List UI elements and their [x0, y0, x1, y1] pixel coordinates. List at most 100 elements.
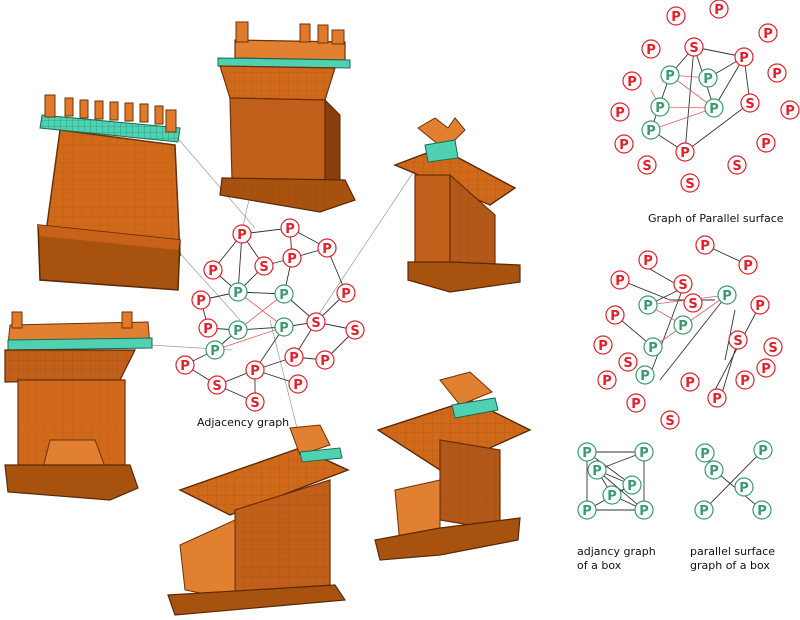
- node-letter: S: [688, 297, 697, 312]
- node-letter: P: [722, 289, 732, 304]
- adjacency-graph: P P P P S P P P P S S P P P P S P S P: [175, 218, 365, 429]
- node-letter: P: [196, 294, 206, 309]
- node-letter: P: [598, 339, 608, 354]
- parallel-surface-graph-2: P P P S P S P P S P S S P P P P P P S P …: [593, 235, 783, 430]
- node-letter: S: [642, 159, 651, 174]
- node-letter: P: [322, 242, 332, 257]
- node-letter: P: [320, 354, 330, 369]
- node-letter: P: [646, 43, 656, 58]
- adjacency-graph-label: Adjacency graph: [197, 416, 289, 429]
- box-adjacency-label-2: of a box: [577, 559, 622, 572]
- node-letter: P: [755, 299, 765, 314]
- node-letter: P: [210, 344, 220, 359]
- node-letter: P: [655, 101, 665, 116]
- node-letter: P: [610, 309, 620, 324]
- node-letter: P: [582, 504, 592, 519]
- adjacency-nodes: P P P P S P P P P S S P P P P S P S P: [175, 218, 365, 412]
- node-letter: P: [631, 397, 641, 412]
- shrine-model-5: [167, 424, 350, 616]
- node-letter: P: [287, 252, 297, 267]
- box-adjacency-graph: P P P P P P P adjancy graph of a box: [577, 442, 656, 572]
- node-letter: P: [208, 264, 218, 279]
- node-letter: P: [341, 287, 351, 302]
- node-letter: P: [639, 504, 649, 519]
- node-letter: P: [772, 67, 782, 82]
- box-parallel-label-2: graph of a box: [690, 559, 770, 572]
- node-letter: P: [763, 27, 773, 42]
- node-letter: S: [685, 177, 694, 192]
- node-letter: P: [627, 75, 637, 90]
- node-letter: P: [709, 102, 719, 117]
- node-letter: P: [714, 3, 724, 18]
- node-letter: P: [700, 447, 710, 462]
- node-letter: S: [768, 341, 777, 356]
- node-letter: S: [665, 414, 674, 429]
- node-letter: S: [311, 316, 320, 331]
- node-letter: P: [615, 106, 625, 121]
- node-letter: P: [709, 464, 719, 479]
- node-letter: P: [279, 321, 289, 336]
- node-letter: P: [761, 362, 771, 377]
- shrine-model-2: [217, 21, 356, 213]
- node-letter: P: [757, 504, 767, 519]
- node-letter: P: [203, 322, 213, 337]
- node-letter: P: [648, 341, 658, 356]
- node-letter: P: [665, 69, 675, 84]
- node-letter: P: [712, 392, 722, 407]
- node-letter: S: [745, 97, 754, 112]
- node-letter: P: [758, 444, 768, 459]
- box-parallel-label: parallel surface: [690, 545, 775, 558]
- node-letter: S: [350, 324, 359, 339]
- node-letter: S: [623, 356, 632, 371]
- node-letter: P: [619, 138, 629, 153]
- node-letter: S: [678, 278, 687, 293]
- node-letter: P: [640, 369, 650, 384]
- parallel-graph-label: Graph of Parallel surface: [648, 212, 784, 225]
- shrine-model-1: [37, 94, 181, 291]
- node-letter: P: [602, 374, 612, 389]
- node-letter: P: [289, 351, 299, 366]
- node-letter: S: [250, 396, 259, 411]
- node-letter: P: [615, 274, 625, 289]
- node-letter: P: [279, 288, 289, 303]
- node-letter: P: [646, 124, 656, 139]
- node-letter: P: [680, 146, 690, 161]
- node-letter: P: [740, 374, 750, 389]
- node-letter: P: [592, 464, 602, 479]
- node-letter: S: [733, 334, 742, 349]
- node-letter: P: [671, 10, 681, 25]
- node-letter: P: [607, 489, 617, 504]
- node-letter: P: [233, 324, 243, 339]
- box-adjacency-label: adjancy graph: [577, 545, 656, 558]
- shrine-model-6: [374, 371, 532, 561]
- node-letter: P: [678, 319, 688, 334]
- node-letter: S: [212, 379, 221, 394]
- node-letter: S: [259, 260, 268, 275]
- node-letter: S: [732, 159, 741, 174]
- node-letter: P: [627, 479, 637, 494]
- node-letter: P: [703, 72, 713, 87]
- node-letter: P: [639, 446, 649, 461]
- box-parallel-graph: P P P P P P parallel surface graph of a …: [690, 440, 775, 572]
- node-letter: P: [739, 481, 749, 496]
- node-letter: P: [685, 376, 695, 391]
- shrine-model-4: [4, 311, 153, 501]
- node-letter: P: [285, 222, 295, 237]
- node-letter: P: [739, 51, 749, 66]
- node-letter: S: [689, 41, 698, 56]
- node-letter: P: [582, 446, 592, 461]
- node-letter: P: [293, 378, 303, 393]
- node-letter: P: [700, 239, 710, 254]
- node-letter: P: [643, 299, 653, 314]
- node-letter: P: [237, 228, 247, 243]
- node-letter: P: [180, 359, 190, 374]
- node-letter: P: [785, 104, 795, 119]
- node-letter: P: [743, 259, 753, 274]
- node-letter: P: [233, 286, 243, 301]
- parallel-surface-graph: P P P P S P P P P S P P P P S S S P P P …: [610, 0, 800, 225]
- node-letter: P: [643, 254, 653, 269]
- node-letter: P: [250, 364, 260, 379]
- node-letter: P: [699, 504, 709, 519]
- shrine-model-3: [393, 117, 521, 293]
